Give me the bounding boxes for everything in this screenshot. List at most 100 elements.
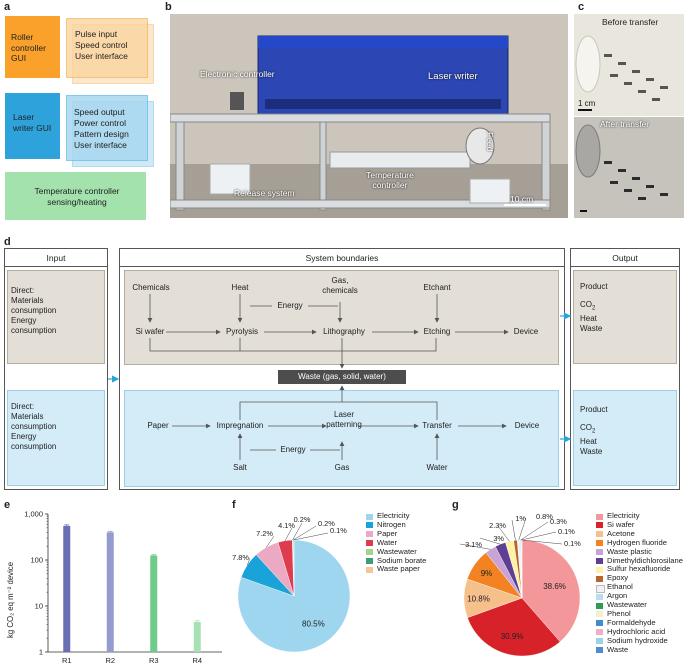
chart-e-bar-r1 bbox=[63, 526, 70, 652]
panel-g-chart: 38.6%30.9%10.8%9%3.1%3%2.3%1%0.8%0.3%0.1… bbox=[452, 500, 684, 666]
node-water: Water bbox=[426, 463, 447, 473]
legend-swatch bbox=[596, 638, 603, 644]
legend-label: Hydrochloric acid bbox=[607, 627, 665, 636]
pie-label: 3.1% bbox=[465, 540, 482, 549]
legend-label: Hydrogen fluoride bbox=[607, 538, 667, 547]
pie-label: 10.8% bbox=[467, 594, 490, 603]
legend-swatch bbox=[596, 620, 603, 626]
legend-swatch bbox=[596, 531, 603, 537]
chart-e-xtick-label: R1 bbox=[62, 656, 72, 665]
node-impregnation: Impregnation bbox=[217, 421, 264, 431]
roller-item-1: Pulse input bbox=[75, 29, 117, 40]
roller-item-2: Speed control bbox=[75, 40, 127, 51]
output-bottom-waste: Waste bbox=[580, 447, 608, 457]
output-bottom-co2-sub: 2 bbox=[592, 429, 595, 435]
node-paper: Paper bbox=[147, 421, 168, 431]
legend-label: Sulfur hexafluoride bbox=[607, 564, 670, 573]
legend-label: Phenol bbox=[607, 609, 631, 618]
pie-label: 38.6% bbox=[543, 582, 566, 591]
label-before-transfer: Before transfer bbox=[602, 17, 658, 27]
node-etchant: Etchant bbox=[423, 283, 450, 293]
node-chemicals: Chemicals bbox=[132, 283, 169, 293]
legend-label: Waste bbox=[607, 645, 628, 654]
node-energy-top: Energy bbox=[277, 301, 302, 311]
legend-swatch bbox=[596, 611, 603, 617]
legend-swatch bbox=[596, 647, 603, 653]
legend-label: Wastewater bbox=[607, 600, 647, 609]
legend-swatch bbox=[596, 567, 603, 573]
legend-label: Waste paper bbox=[377, 564, 420, 573]
node-si-wafer: Si wafer bbox=[136, 327, 165, 337]
chart-e-xtick-label: R4 bbox=[192, 656, 202, 665]
waste-label: Waste (gas, solid, water) bbox=[298, 372, 386, 382]
node-device-bottom: Device bbox=[515, 421, 539, 431]
legend-swatch bbox=[366, 531, 373, 537]
label-laser-writer: Laser writer bbox=[428, 71, 478, 82]
pie-label: 2.3% bbox=[489, 521, 506, 530]
legend-label: Water bbox=[377, 538, 397, 547]
scale-bar-10cm: 10 cm bbox=[510, 194, 533, 204]
laser-item-3: Pattern design bbox=[74, 129, 129, 140]
chart-e-xtick-label: R2 bbox=[105, 656, 115, 665]
output-top-heat: Heat bbox=[580, 314, 608, 324]
pie-label: 80.5% bbox=[302, 619, 325, 628]
temperature-controller-title: Temperature controller sensing/heating bbox=[27, 186, 127, 207]
pie-label: 3% bbox=[493, 534, 504, 543]
laser-item-4: User interface bbox=[74, 140, 127, 151]
panel-label-c: c bbox=[578, 1, 584, 13]
pie-label: 0.2% bbox=[294, 515, 311, 524]
node-gas-bottom: Gas bbox=[335, 463, 350, 473]
output-top-product: Product bbox=[580, 282, 608, 292]
legend-label: Wastewater bbox=[377, 547, 417, 556]
output-top-waste: Waste bbox=[580, 324, 608, 334]
label-after-transfer: After transfer bbox=[600, 119, 649, 129]
label-temperature-controller: Temperature controller bbox=[350, 170, 430, 190]
node-salt: Salt bbox=[233, 463, 247, 473]
legend-swatch bbox=[596, 594, 603, 600]
legend-item-waste: Waste bbox=[596, 646, 683, 655]
legend-label: Acetone bbox=[607, 529, 635, 538]
legend-swatch bbox=[596, 576, 603, 582]
node-gas: Gas, bbox=[332, 276, 349, 286]
legend-swatch bbox=[366, 558, 373, 564]
pie-label: 7.2% bbox=[256, 529, 273, 538]
legend-label: Formaldehyde bbox=[607, 618, 656, 627]
output-bottom-text: Product CO2 Heat Waste bbox=[580, 405, 608, 457]
pie-label: 0.1% bbox=[564, 539, 581, 548]
laser-gui-box: Laser writer GUI bbox=[5, 93, 60, 159]
legend-label: Dimethyldichlorosilane bbox=[607, 556, 683, 565]
output-top-co2: CO2 bbox=[580, 300, 608, 314]
label-release-system: Release system bbox=[234, 188, 294, 198]
legend-label: Paper bbox=[377, 529, 397, 538]
chart-e-ytick-label: 1,000 bbox=[24, 510, 43, 519]
pie-leader-line bbox=[521, 522, 548, 540]
legend-swatch bbox=[366, 540, 373, 546]
legend-swatch bbox=[596, 629, 603, 635]
pie-label: 9% bbox=[481, 569, 493, 578]
legend-label: Ethanol bbox=[607, 582, 633, 591]
label-electronic-controller: Electronic controller bbox=[200, 69, 275, 79]
pie-label: 0.1% bbox=[330, 526, 347, 535]
legend-swatch bbox=[366, 514, 373, 520]
node-transfer: Transfer bbox=[422, 421, 452, 431]
panel-a: Roller controller GUI Pulse input Speed … bbox=[0, 0, 160, 230]
roller-gui-box: Roller controller GUI bbox=[5, 16, 60, 78]
panel-d: Input System boundaries Output Direct: M… bbox=[0, 246, 684, 492]
node-laser: Laser bbox=[334, 410, 354, 420]
waste-box: Waste (gas, solid, water) bbox=[278, 370, 406, 384]
legend-item-waste-paper: Waste paper bbox=[366, 565, 426, 574]
roller-item-3: User interface bbox=[75, 51, 128, 62]
legend-swatch bbox=[596, 549, 603, 555]
output-bottom-product: Product bbox=[580, 405, 608, 415]
legend-swatch bbox=[596, 558, 603, 564]
node-laser-patterning: patterning bbox=[326, 420, 362, 430]
pie-leader-line bbox=[512, 520, 515, 540]
label-feed: Feed bbox=[485, 132, 495, 151]
node-device-top: Device bbox=[514, 327, 538, 337]
legend-label: Electricity bbox=[607, 511, 640, 520]
legend-label: Electricity bbox=[377, 511, 410, 520]
